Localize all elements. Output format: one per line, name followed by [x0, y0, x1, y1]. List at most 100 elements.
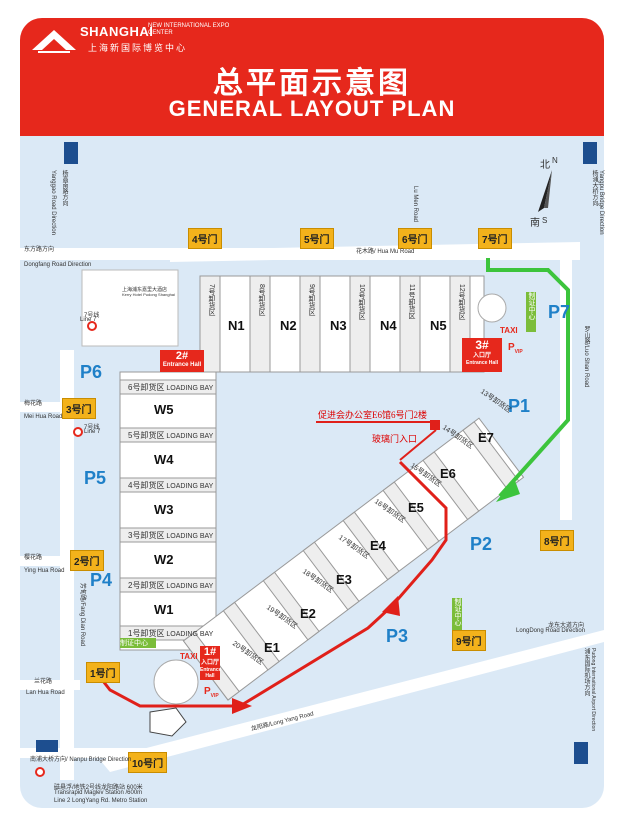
hall-e5: E5 — [408, 500, 424, 515]
entrance-3-num: 3# — [475, 338, 489, 352]
gate-5[interactable]: 5号门 — [300, 228, 334, 249]
hall-w3: W3 — [154, 502, 174, 517]
road-lanhua-en: Lan Hua Road — [26, 690, 65, 696]
logo-name: SHANGHAI — [80, 24, 154, 39]
loading-bay-w4: 4号卸货区 LOADING BAY — [128, 481, 214, 490]
gate-9[interactable]: 9号门 — [452, 630, 486, 651]
gate-7[interactable]: 7号门 — [478, 228, 512, 249]
parking-p3: P3 — [386, 626, 409, 646]
entrance-2-en: Entrance Hall — [162, 362, 202, 368]
office-note: 促进会办公室E6馆6号门2楼 — [318, 410, 427, 420]
line7-label-en: Line 7 — [80, 317, 97, 323]
parking-p7: P7 — [548, 302, 571, 322]
red-arrow-2-icon — [382, 596, 400, 616]
parking-p1: P1 — [508, 396, 531, 416]
road-dongfang: 东方路方向 — [24, 247, 55, 253]
compass-south-en: S — [542, 216, 548, 225]
hall-w5: W5 — [154, 402, 174, 417]
hotel-name: 上海浦东嘉里大酒店 — [122, 287, 168, 293]
east-halls — [182, 417, 525, 701]
plaza-circle — [477, 293, 507, 323]
glass-line — [399, 429, 437, 461]
hall-e2: E2 — [300, 606, 316, 621]
road-nanpu: 南浦大桥方向/ Nanpu Bridge Direction — [30, 757, 132, 763]
west-arrow-icon — [36, 740, 58, 752]
entrance-1-num: 1# — [203, 646, 217, 658]
metro-icon-2 — [73, 427, 83, 437]
station-block — [149, 707, 187, 737]
entrance-hall-2[interactable]: 2# Entrance Hall — [160, 350, 204, 372]
longyang-road — [100, 630, 604, 772]
road-fangdian: 芳甸路/Fang Dian Road — [79, 582, 86, 647]
hotel-block — [81, 269, 179, 347]
office-marker — [430, 420, 440, 430]
hall-n2: N2 — [280, 318, 297, 333]
taxi-label-3: TAXI — [500, 326, 518, 335]
parking-p5: P5 — [84, 468, 107, 488]
road-yangpu-en: Yangpu Bridge Direction — [598, 170, 604, 235]
meihua-road — [20, 402, 80, 412]
logo-mark-icon — [32, 30, 76, 53]
entrance-1-cn: 入口厅 — [200, 660, 219, 666]
road-luoshan: 罗山路/Luo Shan Road — [583, 326, 589, 388]
gate-8[interactable]: 8号门 — [540, 530, 574, 551]
gate-3[interactable]: 3号门 — [62, 398, 96, 419]
road-huamu: 花木路/ Hua Mu Road — [356, 249, 415, 255]
north-arrow-right-icon — [583, 142, 597, 164]
glass-entry-note: 玻璃门入口 — [372, 434, 418, 444]
entrance-3-en: Entrance Hall — [466, 360, 498, 366]
entrance-2-num: 2# — [175, 350, 189, 362]
compass-south-cn: 南 — [530, 218, 540, 229]
road-yanggao-en: Yanggao Road Direction — [50, 170, 56, 235]
cert-center-east[interactable]: 制证中心 — [526, 292, 536, 332]
cert-center[interactable]: 制证中心 — [120, 638, 156, 648]
compass-north-cn: 北 — [540, 160, 550, 171]
north-arrow-left-icon — [64, 142, 78, 164]
gate-1[interactable]: 1号门 — [86, 662, 120, 683]
maglev-info: 磁悬浮/地铁2号线龙阳路站 600米 — [54, 785, 143, 791]
roundabout — [153, 659, 199, 705]
hall-e6: E6 — [440, 466, 456, 481]
hall-w1: W1 — [154, 602, 174, 617]
loading-bay-w5: 5号卸货区 LOADING BAY — [128, 431, 214, 440]
taxi-label-1: TAXI — [180, 652, 198, 661]
vip-parking-3: PVIP — [508, 342, 523, 355]
parking-p6: P6 — [80, 362, 103, 382]
parking-p2: P2 — [470, 534, 493, 554]
west-halls — [119, 371, 217, 651]
hall-n3: N3 — [330, 318, 347, 333]
hall-w2: W2 — [154, 552, 174, 567]
gate-6[interactable]: 6号门 — [398, 228, 432, 249]
north-halls — [199, 275, 485, 373]
south-arrow-icon — [574, 742, 588, 764]
logo-subname: NEW INTERNATIONAL EXPO CENTER — [148, 23, 230, 36]
entrance-1-en: Entrance Hall — [200, 667, 222, 679]
hall-n5: N5 — [430, 318, 447, 333]
line7-label-2: 7号线 — [84, 425, 100, 431]
entrance-hall-1[interactable]: 1# 入口厅 Entrance Hall — [200, 646, 222, 680]
brand-logo: SHANGHAI NEW INTERNATIONAL EXPO CENTER 上… — [30, 22, 240, 56]
entrance-hall-3[interactable]: 3# 入口厅 Entrance Hall — [462, 338, 502, 372]
hotel-name-en: Kerry Hotel Pudong Shanghai — [122, 292, 175, 297]
gate-2[interactable]: 2号门 — [70, 550, 104, 571]
logo-cn: 上海新国际博览中心 — [88, 43, 188, 53]
hall-e7: E7 — [478, 430, 494, 445]
red-route — [94, 460, 448, 708]
compass-icon — [538, 170, 552, 212]
gate-4[interactable]: 4号门 — [188, 228, 222, 249]
entrance-3-cn: 入口厅 — [472, 353, 491, 359]
loading-bay-w6: 6号卸货区 LOADING BAY — [128, 383, 214, 392]
road-pudong-airport: 浦东国际机场方向 — [583, 648, 589, 696]
cert-center-south[interactable]: 制证中心 — [452, 598, 462, 630]
loading-bay-n12: 12号卸货区 — [458, 284, 465, 320]
vip-parking-1: PVIP — [204, 686, 219, 699]
road-longdong: 龙东大道方向 — [548, 623, 585, 629]
road-longdong-en: LongDong Road Direction — [516, 628, 586, 634]
road-dongfang-en: Dongfang Road Direction — [24, 262, 92, 268]
gate-10[interactable]: 10号门 — [128, 752, 168, 773]
parking-p4: P4 — [90, 570, 113, 590]
line7-label-2-en: Line 7 — [84, 429, 101, 435]
page-title-cn: 总平面示意图 — [213, 67, 411, 100]
